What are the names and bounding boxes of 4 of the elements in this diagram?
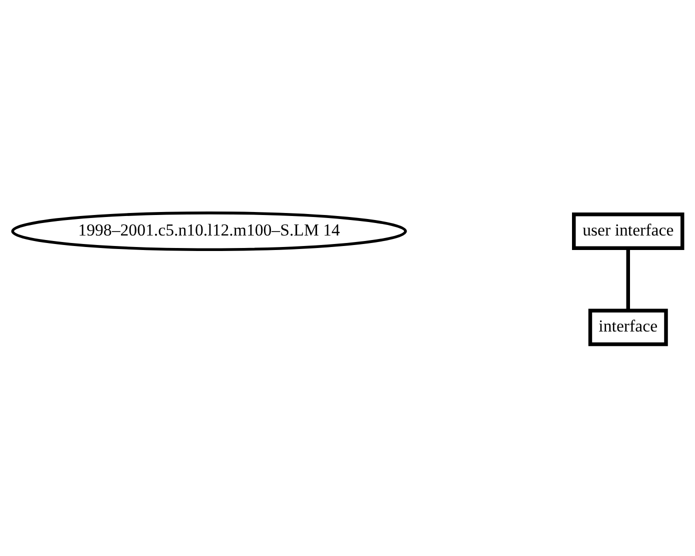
node-box: user interface bbox=[572, 212, 684, 250]
node-ellipse: 1998–2001.c5.n10.l12.m100–S.LM 14 bbox=[11, 211, 407, 250]
connector bbox=[626, 248, 630, 310]
node-box: interface bbox=[588, 308, 668, 346]
